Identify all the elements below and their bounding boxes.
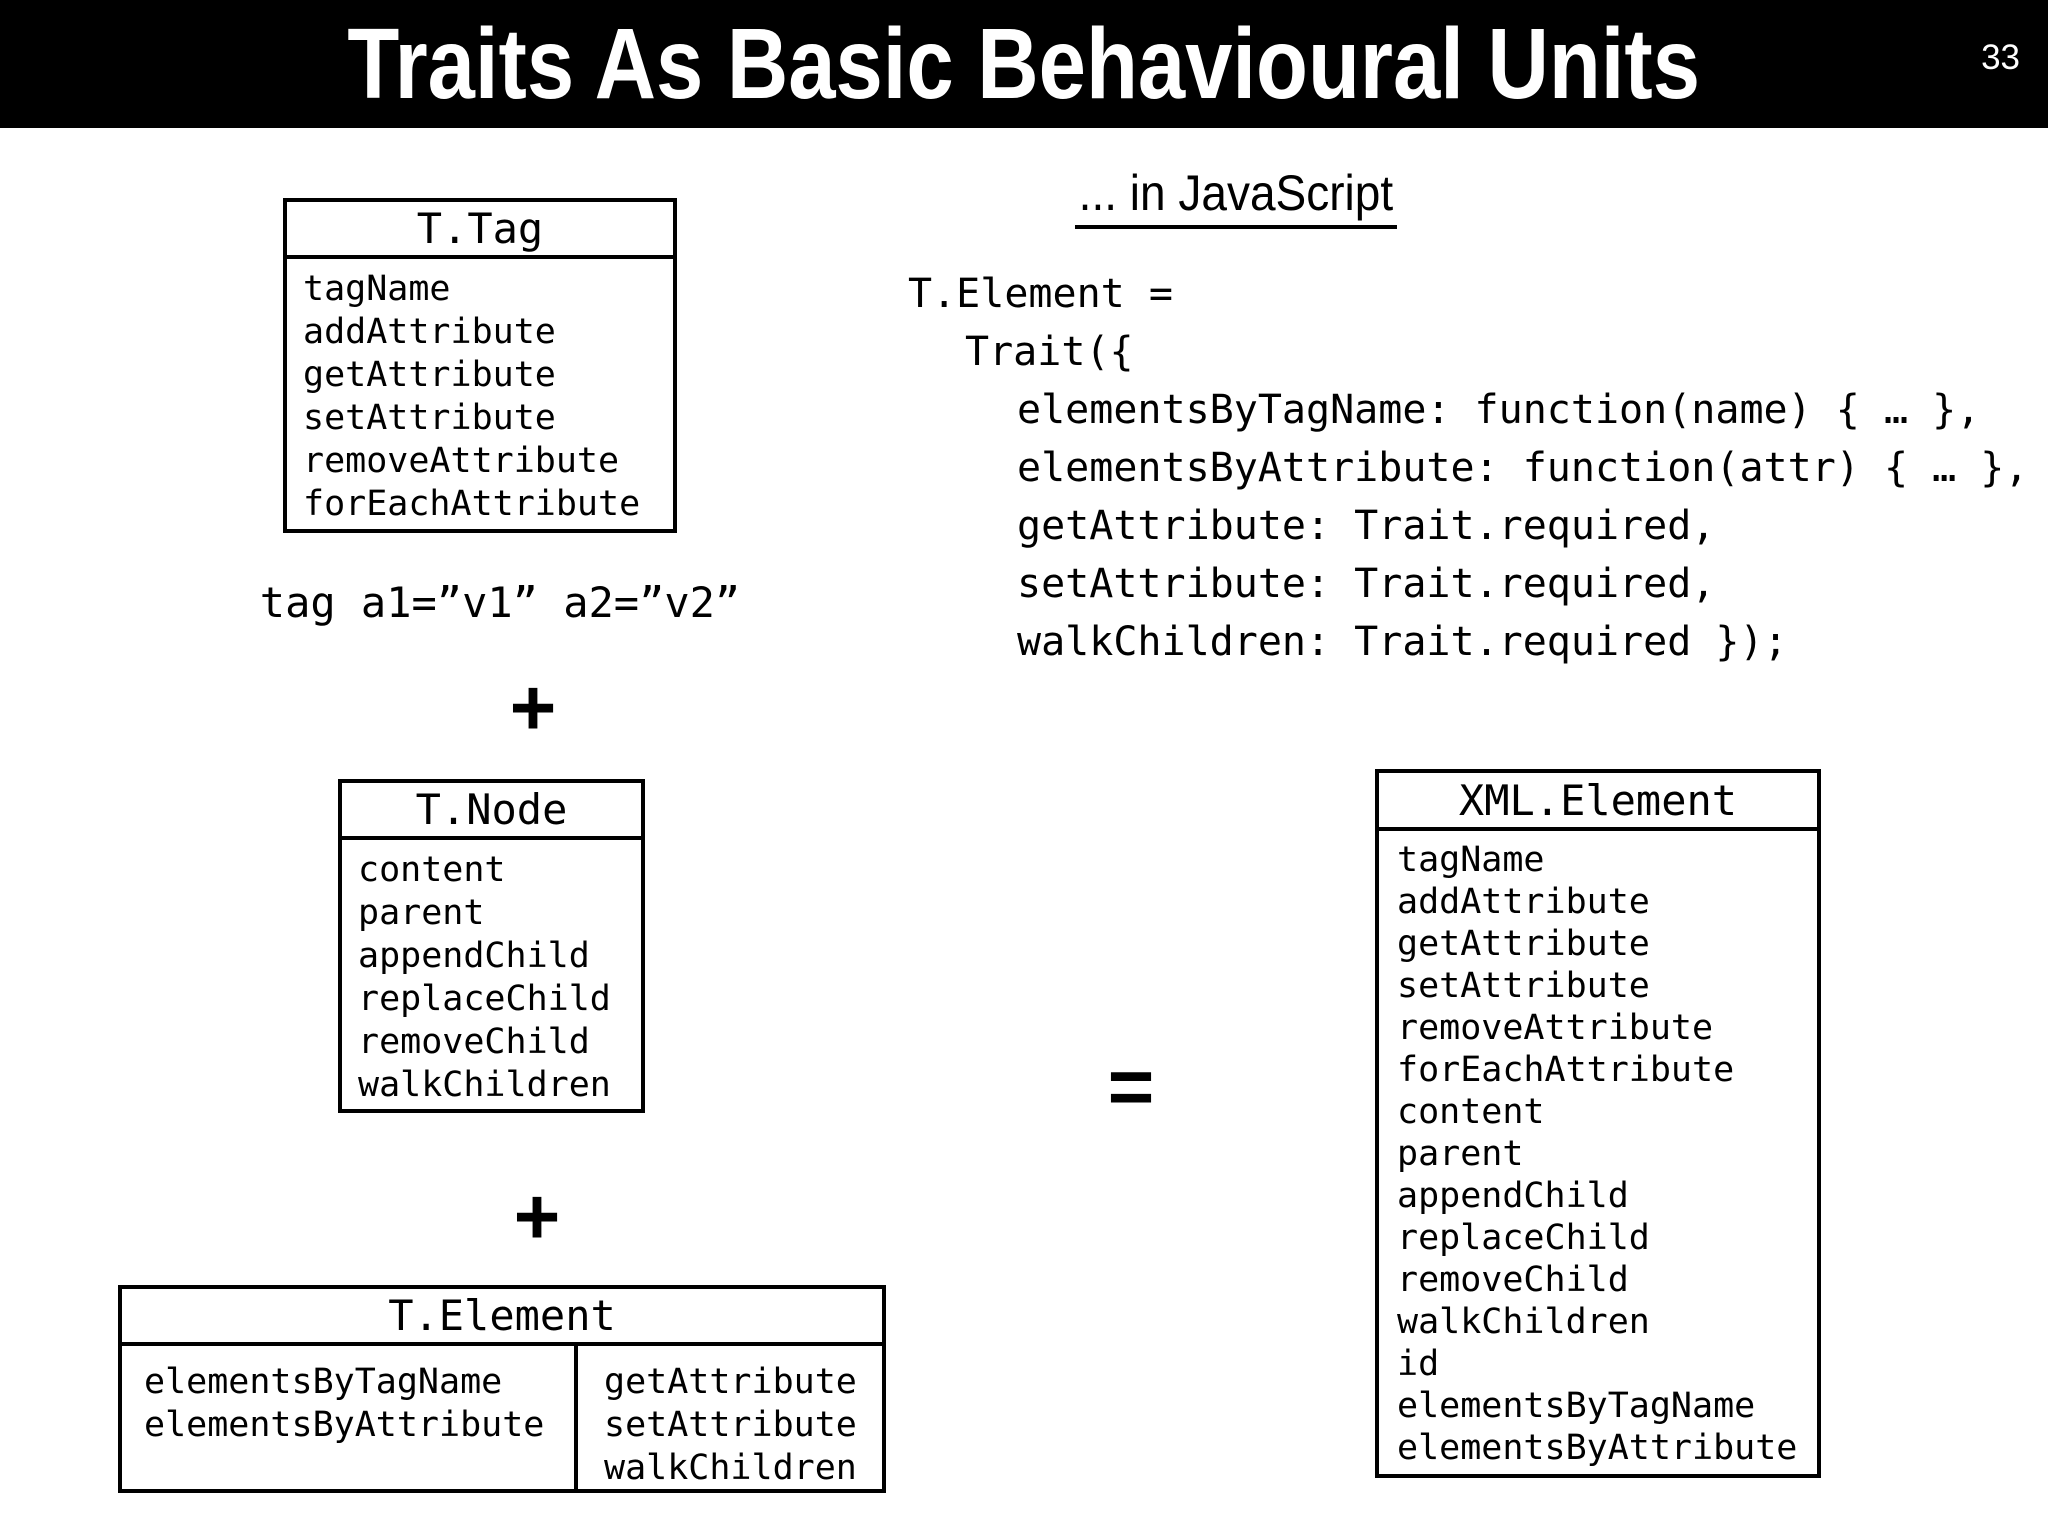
code-line: setAttribute: Trait.required, <box>1017 561 1716 607</box>
class-member: removeAttribute <box>1397 1008 1714 1048</box>
slide-title: Traits As Basic Behavioural Units <box>347 7 1701 120</box>
code-line: elementsByAttribute: function(attr) { … … <box>1017 445 2029 491</box>
class-member: setAttribute <box>604 1405 857 1445</box>
class-member: content <box>358 850 506 890</box>
class-member: parent <box>358 893 485 933</box>
class-member: getAttribute <box>303 355 556 395</box>
class-member: setAttribute <box>303 398 556 438</box>
class-member: appendChild <box>1397 1176 1629 1216</box>
slide-number: 33 <box>1981 38 2020 77</box>
header-bar: Traits As Basic Behavioural Units 33 <box>0 0 2048 128</box>
class-member: addAttribute <box>303 312 556 352</box>
code-line: getAttribute: Trait.required, <box>1017 503 1716 549</box>
class-member: tagName <box>303 269 451 309</box>
javascript-heading-text: ... in JavaScript <box>1075 164 1397 229</box>
code-line: elementsByTagName: function(name) { … }, <box>1017 387 1981 433</box>
class-title-t-element: T.Element <box>122 1289 882 1346</box>
class-member: replaceChild <box>1397 1218 1650 1258</box>
javascript-code-block: T.Element = Trait({ elementsByTagName: fun… <box>908 265 2028 671</box>
class-member: walkChildren <box>1397 1302 1650 1342</box>
class-member: removeChild <box>358 1022 590 1062</box>
class-member: replaceChild <box>358 979 611 1019</box>
class-member: content <box>1397 1092 1545 1132</box>
code-line: T.Element = <box>908 271 1173 317</box>
class-member: parent <box>1397 1134 1524 1174</box>
class-member: forEachAttribute <box>1397 1050 1735 1090</box>
class-member: walkChildren <box>358 1065 611 1105</box>
class-member: tagName <box>1397 840 1545 880</box>
equals-operator: = <box>1107 1042 1155 1131</box>
class-member: removeChild <box>1397 1260 1629 1300</box>
class-member: elementsByAttribute <box>1397 1428 1798 1468</box>
class-member: appendChild <box>358 936 590 976</box>
class-title-xml-element: XML.Element <box>1379 773 1817 831</box>
class-member: forEachAttribute <box>303 484 641 524</box>
class-member: elementsByTagName <box>144 1362 503 1402</box>
code-line: walkChildren: Trait.required }); <box>1017 619 1788 665</box>
class-member: walkChildren <box>604 1448 857 1488</box>
javascript-heading: ... in JavaScript <box>1036 164 1436 229</box>
tag-example-text: tag a1=”v1” a2=”v2” <box>259 578 741 627</box>
class-member: id <box>1397 1344 1440 1384</box>
plus-operator-2: + <box>513 1172 561 1261</box>
class-member: addAttribute <box>1397 882 1650 922</box>
class-member: elementsByTagName <box>1397 1386 1756 1426</box>
class-member: setAttribute <box>1397 966 1650 1006</box>
class-member: elementsByAttribute <box>144 1405 545 1445</box>
class-member: removeAttribute <box>303 441 620 481</box>
code-line: Trait({ <box>965 329 1134 375</box>
class-member: getAttribute <box>1397 924 1650 964</box>
class-member: getAttribute <box>604 1362 857 1402</box>
plus-operator-1: + <box>509 663 557 752</box>
class-title-t-node: T.Node <box>342 783 641 840</box>
class-title-t-tag: T.Tag <box>287 202 673 259</box>
